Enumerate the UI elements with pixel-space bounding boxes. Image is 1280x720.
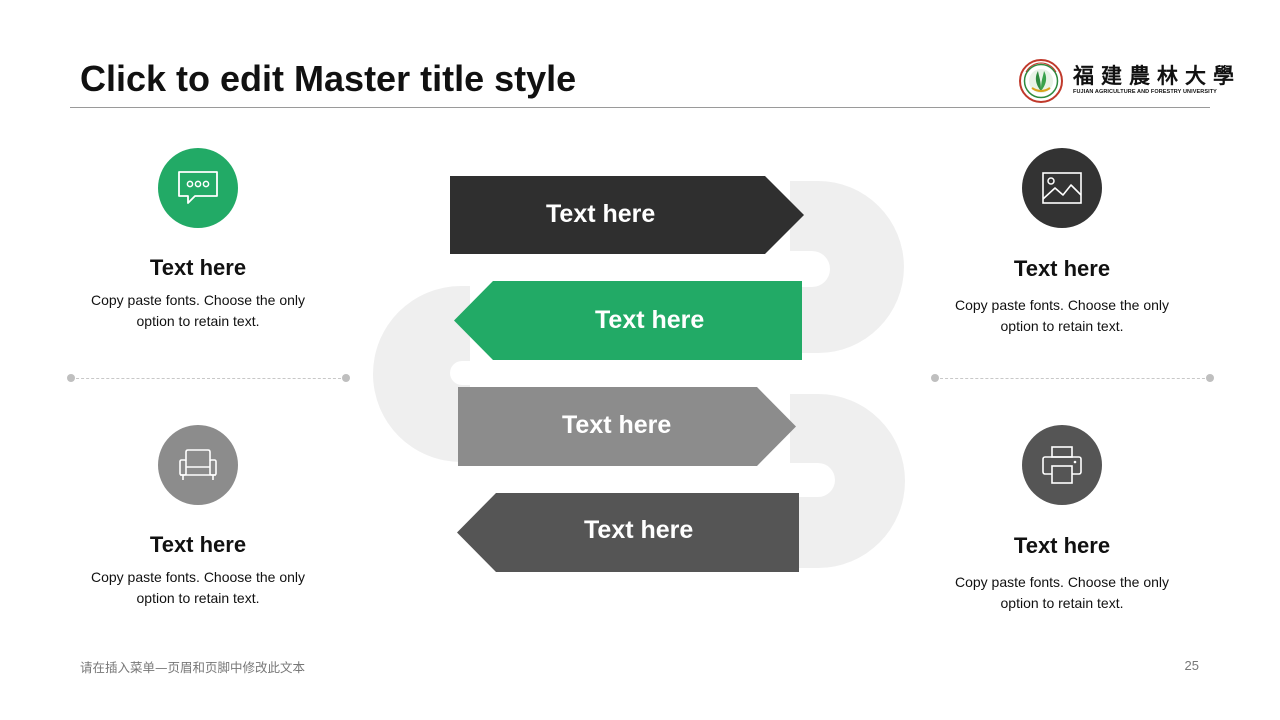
feature-description-line: option to retain text. — [136, 590, 260, 606]
divider-dot — [1206, 374, 1214, 382]
chat-bubble-icon — [178, 171, 218, 204]
page-number: 25 — [1184, 658, 1199, 673]
image-icon — [1042, 172, 1082, 204]
feature-title: Text here — [149, 532, 247, 557]
feature-title: Text here — [1013, 256, 1111, 281]
feature-description-line: Copy paste fonts. Choose the only — [90, 569, 306, 585]
university-logo: 福建農林大學 FUJIAN AGRICULTURE AND FORESTRY U… — [1018, 58, 1234, 104]
right-divider — [935, 378, 1210, 379]
logo-english-name: FUJIAN AGRICULTURE AND FORESTRY UNIVERSI… — [1073, 89, 1217, 95]
left-divider — [71, 378, 346, 379]
feature-icon-circle — [1022, 425, 1102, 505]
feature-title: Text here — [149, 255, 247, 280]
arrow-banner-2[interactable] — [454, 281, 802, 360]
arrow-banner-label: Text here — [546, 200, 656, 228]
feature-description-line: Copy paste fonts. Choose the only — [90, 292, 306, 308]
feature-title: Text here — [1013, 533, 1111, 558]
university-seal-icon — [1019, 59, 1063, 103]
arrow-banner-3[interactable] — [458, 387, 796, 466]
divider-dot — [342, 374, 350, 382]
feature-icon-circle — [158, 425, 238, 505]
armchair-icon — [179, 449, 217, 480]
logo-chinese-name: 福建農林大學 — [1073, 63, 1241, 88]
arrow-banner-label: Text here — [562, 411, 672, 439]
divider-dot — [67, 374, 75, 382]
feature-description: Copy paste fonts. Choose the only option… — [58, 567, 338, 609]
feature-description: Copy paste fonts. Choose the only option… — [922, 295, 1202, 337]
arrow-banner-label: Text here — [595, 306, 705, 334]
footer-text[interactable]: 请在插入菜单—页眉和页脚中修改此文本 — [80, 660, 306, 675]
printer-icon — [1042, 446, 1082, 484]
feature-icon-circle — [158, 148, 238, 228]
feature-description-line: Copy paste fonts. Choose the only — [954, 574, 1170, 590]
feature-description: Copy paste fonts. Choose the only option… — [58, 290, 338, 332]
feature-icon-circle — [1022, 148, 1102, 228]
arrow-banner-label: Text here — [584, 516, 694, 544]
feature-description-line: option to retain text. — [1000, 318, 1124, 334]
slide-title[interactable]: Click to edit Master title style — [80, 58, 577, 99]
arrow-banner-1[interactable] — [450, 176, 804, 254]
divider-dot — [931, 374, 939, 382]
feature-description: Copy paste fonts. Choose the only option… — [922, 572, 1202, 614]
arrow-banner-4[interactable] — [457, 493, 799, 572]
feature-description-line: option to retain text. — [136, 313, 260, 329]
feature-description-line: option to retain text. — [1000, 595, 1124, 611]
feature-description-line: Copy paste fonts. Choose the only — [954, 297, 1170, 313]
title-underline — [70, 107, 1210, 108]
